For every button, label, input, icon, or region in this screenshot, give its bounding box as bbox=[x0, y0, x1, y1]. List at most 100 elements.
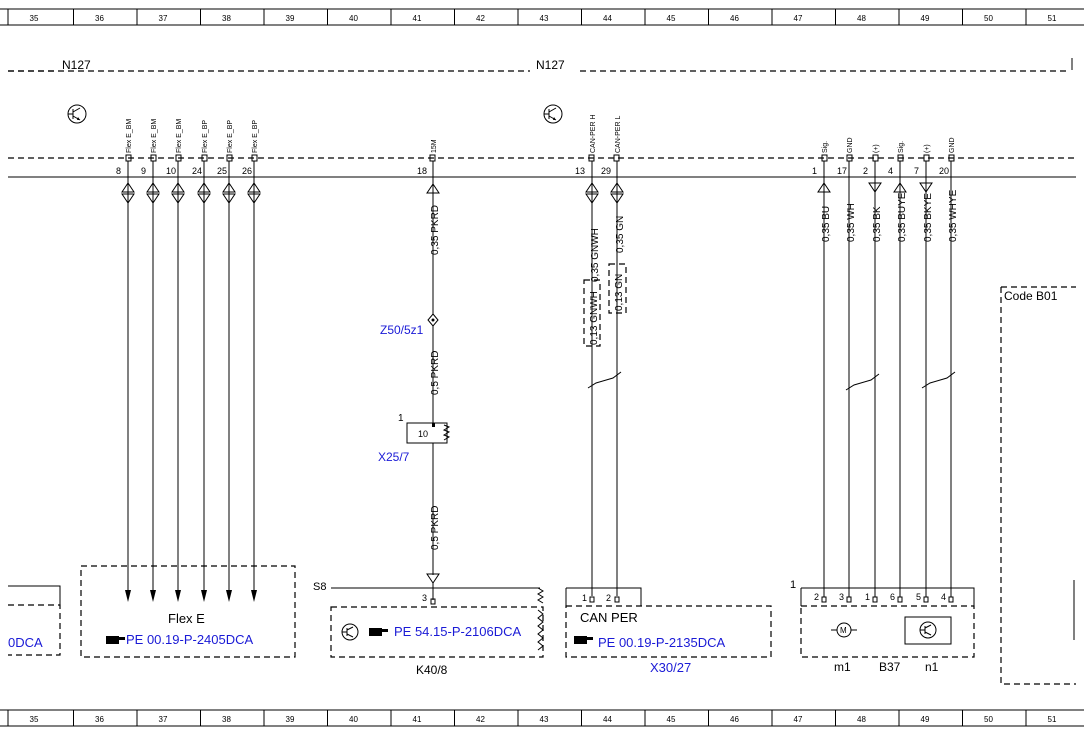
svg-text:8: 8 bbox=[116, 166, 121, 176]
grid-cell: 42 bbox=[476, 14, 485, 23]
grid-cell: 46 bbox=[730, 715, 739, 724]
flex-pin-column: Flex E_BP 24 bbox=[192, 120, 211, 602]
wire-label: 0,35 BUYE bbox=[897, 192, 908, 242]
transistor-icon bbox=[919, 621, 937, 639]
svg-text:(+): (+) bbox=[924, 144, 931, 153]
connector-x30[interactable]: X30/27 bbox=[650, 660, 691, 675]
grid-cell: 40 bbox=[349, 715, 358, 724]
wire-label: 0,5 PKRD bbox=[430, 351, 441, 395]
can-per-ref-link[interactable]: PE 00.19-P-2135DCA bbox=[598, 635, 726, 650]
arrow-down-icon bbox=[175, 590, 181, 602]
transistor-icon bbox=[67, 104, 87, 124]
svg-text:10: 10 bbox=[166, 166, 176, 176]
wire-label: 0,13 GN bbox=[614, 274, 625, 311]
grid-cell: 37 bbox=[159, 715, 168, 724]
grid-cell: 50 bbox=[984, 715, 993, 724]
arrow-down-icon bbox=[201, 590, 207, 602]
svg-text:M: M bbox=[840, 626, 847, 635]
svg-text:Flex E_BM: Flex E_BM bbox=[126, 119, 133, 153]
arrow-down-icon bbox=[251, 590, 257, 602]
pointing-hand-icon bbox=[574, 636, 593, 644]
connector-z50[interactable]: Z50/5z1 bbox=[380, 323, 424, 337]
svg-text:26: 26 bbox=[242, 166, 252, 176]
arrow-down-icon bbox=[226, 590, 232, 602]
b37-pin-column: Sig.10,35 BU bbox=[812, 141, 832, 597]
wire-label: 0,35 WH bbox=[846, 203, 857, 242]
svg-text:Flex E_BP: Flex E_BP bbox=[227, 120, 234, 153]
grid-cell: 38 bbox=[222, 715, 231, 724]
svg-text:Flex E_BM: Flex E_BM bbox=[151, 119, 158, 153]
svg-text:29: 29 bbox=[601, 166, 611, 176]
b37-pin-column: (+)70,35 BKYE bbox=[914, 144, 934, 597]
svg-text:18: 18 bbox=[417, 166, 427, 176]
svg-text:GND: GND bbox=[847, 137, 854, 153]
svg-text:4: 4 bbox=[941, 592, 946, 602]
connector-x25[interactable]: X25/7 bbox=[378, 450, 410, 464]
k40-component: S8 3 PE 54.15-P-2106DCA K40/8 bbox=[313, 581, 544, 677]
svg-text:24: 24 bbox=[192, 166, 202, 176]
svg-text:2: 2 bbox=[863, 166, 868, 176]
flex-pin-column: Flex E_BM 8 bbox=[116, 119, 135, 602]
grid-cell: 36 bbox=[95, 14, 104, 23]
grid-cell: 41 bbox=[413, 715, 422, 724]
arrow-down-icon bbox=[150, 590, 156, 602]
arrow-down-icon bbox=[426, 573, 440, 584]
wire-label: 0,35 WHYE bbox=[948, 189, 959, 242]
grid-cell: 49 bbox=[921, 715, 930, 724]
svg-text:Code B01: Code B01 bbox=[1004, 289, 1058, 303]
grid-cell: 45 bbox=[667, 715, 676, 724]
grid-cell: 47 bbox=[794, 715, 803, 724]
svg-text:(+): (+) bbox=[873, 144, 880, 153]
svg-text:15M: 15M bbox=[431, 139, 438, 153]
pointing-hand-icon bbox=[369, 628, 388, 636]
svg-text:CAN-PER H: CAN-PER H bbox=[590, 114, 597, 153]
grid-cell: 48 bbox=[857, 14, 866, 23]
grid-cell: 50 bbox=[984, 14, 993, 23]
svg-text:1: 1 bbox=[398, 413, 404, 424]
wire-label: 0,13 GNWH bbox=[589, 291, 600, 345]
svg-text:1: 1 bbox=[812, 166, 817, 176]
left-partial-ref-link[interactable]: 0DCA bbox=[8, 635, 43, 650]
grid-cell: 44 bbox=[603, 14, 612, 23]
flex-e-component: Flex E PE 00.19-P-2405DCA bbox=[80, 565, 296, 658]
can-per-component: 1 2 CAN PER PE 00.19-P-2135DCA X30/27 bbox=[565, 587, 772, 675]
svg-text:10: 10 bbox=[418, 429, 428, 439]
grid-cell: 44 bbox=[603, 715, 612, 724]
k40-ref-link[interactable]: PE 54.15-P-2106DCA bbox=[394, 624, 522, 639]
svg-text:GND: GND bbox=[949, 137, 956, 153]
transistor-icon bbox=[543, 104, 563, 124]
svg-text:2: 2 bbox=[606, 593, 611, 603]
svg-text:Flex E_BP: Flex E_BP bbox=[202, 120, 209, 153]
grid-cell: 41 bbox=[413, 14, 422, 23]
wire-label: 0,5 PKRD bbox=[430, 506, 441, 550]
grid-cell: 39 bbox=[286, 14, 295, 23]
left-partial-component: 0DCA bbox=[8, 585, 61, 656]
svg-text:13: 13 bbox=[575, 166, 585, 176]
flex-pin-column: Flex E_BM9 bbox=[141, 119, 160, 602]
wire-label: 0,35 BU bbox=[821, 206, 832, 242]
grid-cell: 48 bbox=[857, 715, 866, 724]
wire-label: 0,35 BKYE bbox=[923, 193, 934, 242]
grid-cell: 38 bbox=[222, 14, 231, 23]
svg-text:2: 2 bbox=[814, 592, 819, 602]
svg-text:1: 1 bbox=[582, 593, 587, 603]
flex-pin-column: Flex E_BM 10 bbox=[166, 119, 185, 602]
motor-icon: M bbox=[831, 622, 857, 638]
transistor-icon bbox=[341, 623, 359, 641]
grid-cell: 36 bbox=[95, 715, 104, 724]
arrow-down-icon bbox=[125, 590, 131, 602]
svg-text:Flex E_BM: Flex E_BM bbox=[176, 119, 183, 153]
svg-text:1: 1 bbox=[865, 592, 870, 602]
svg-text:CAN-PER L: CAN-PER L bbox=[615, 116, 622, 153]
svg-text:25: 25 bbox=[217, 166, 227, 176]
svg-text:m1: m1 bbox=[834, 660, 851, 674]
code-b01-box: Code B01 bbox=[1000, 286, 1076, 685]
grid-cell: 43 bbox=[540, 14, 549, 23]
flex-e-ref-link[interactable]: PE 00.19-P-2405DCA bbox=[126, 632, 254, 647]
wire-label: 0,35 GNWH bbox=[590, 228, 601, 282]
